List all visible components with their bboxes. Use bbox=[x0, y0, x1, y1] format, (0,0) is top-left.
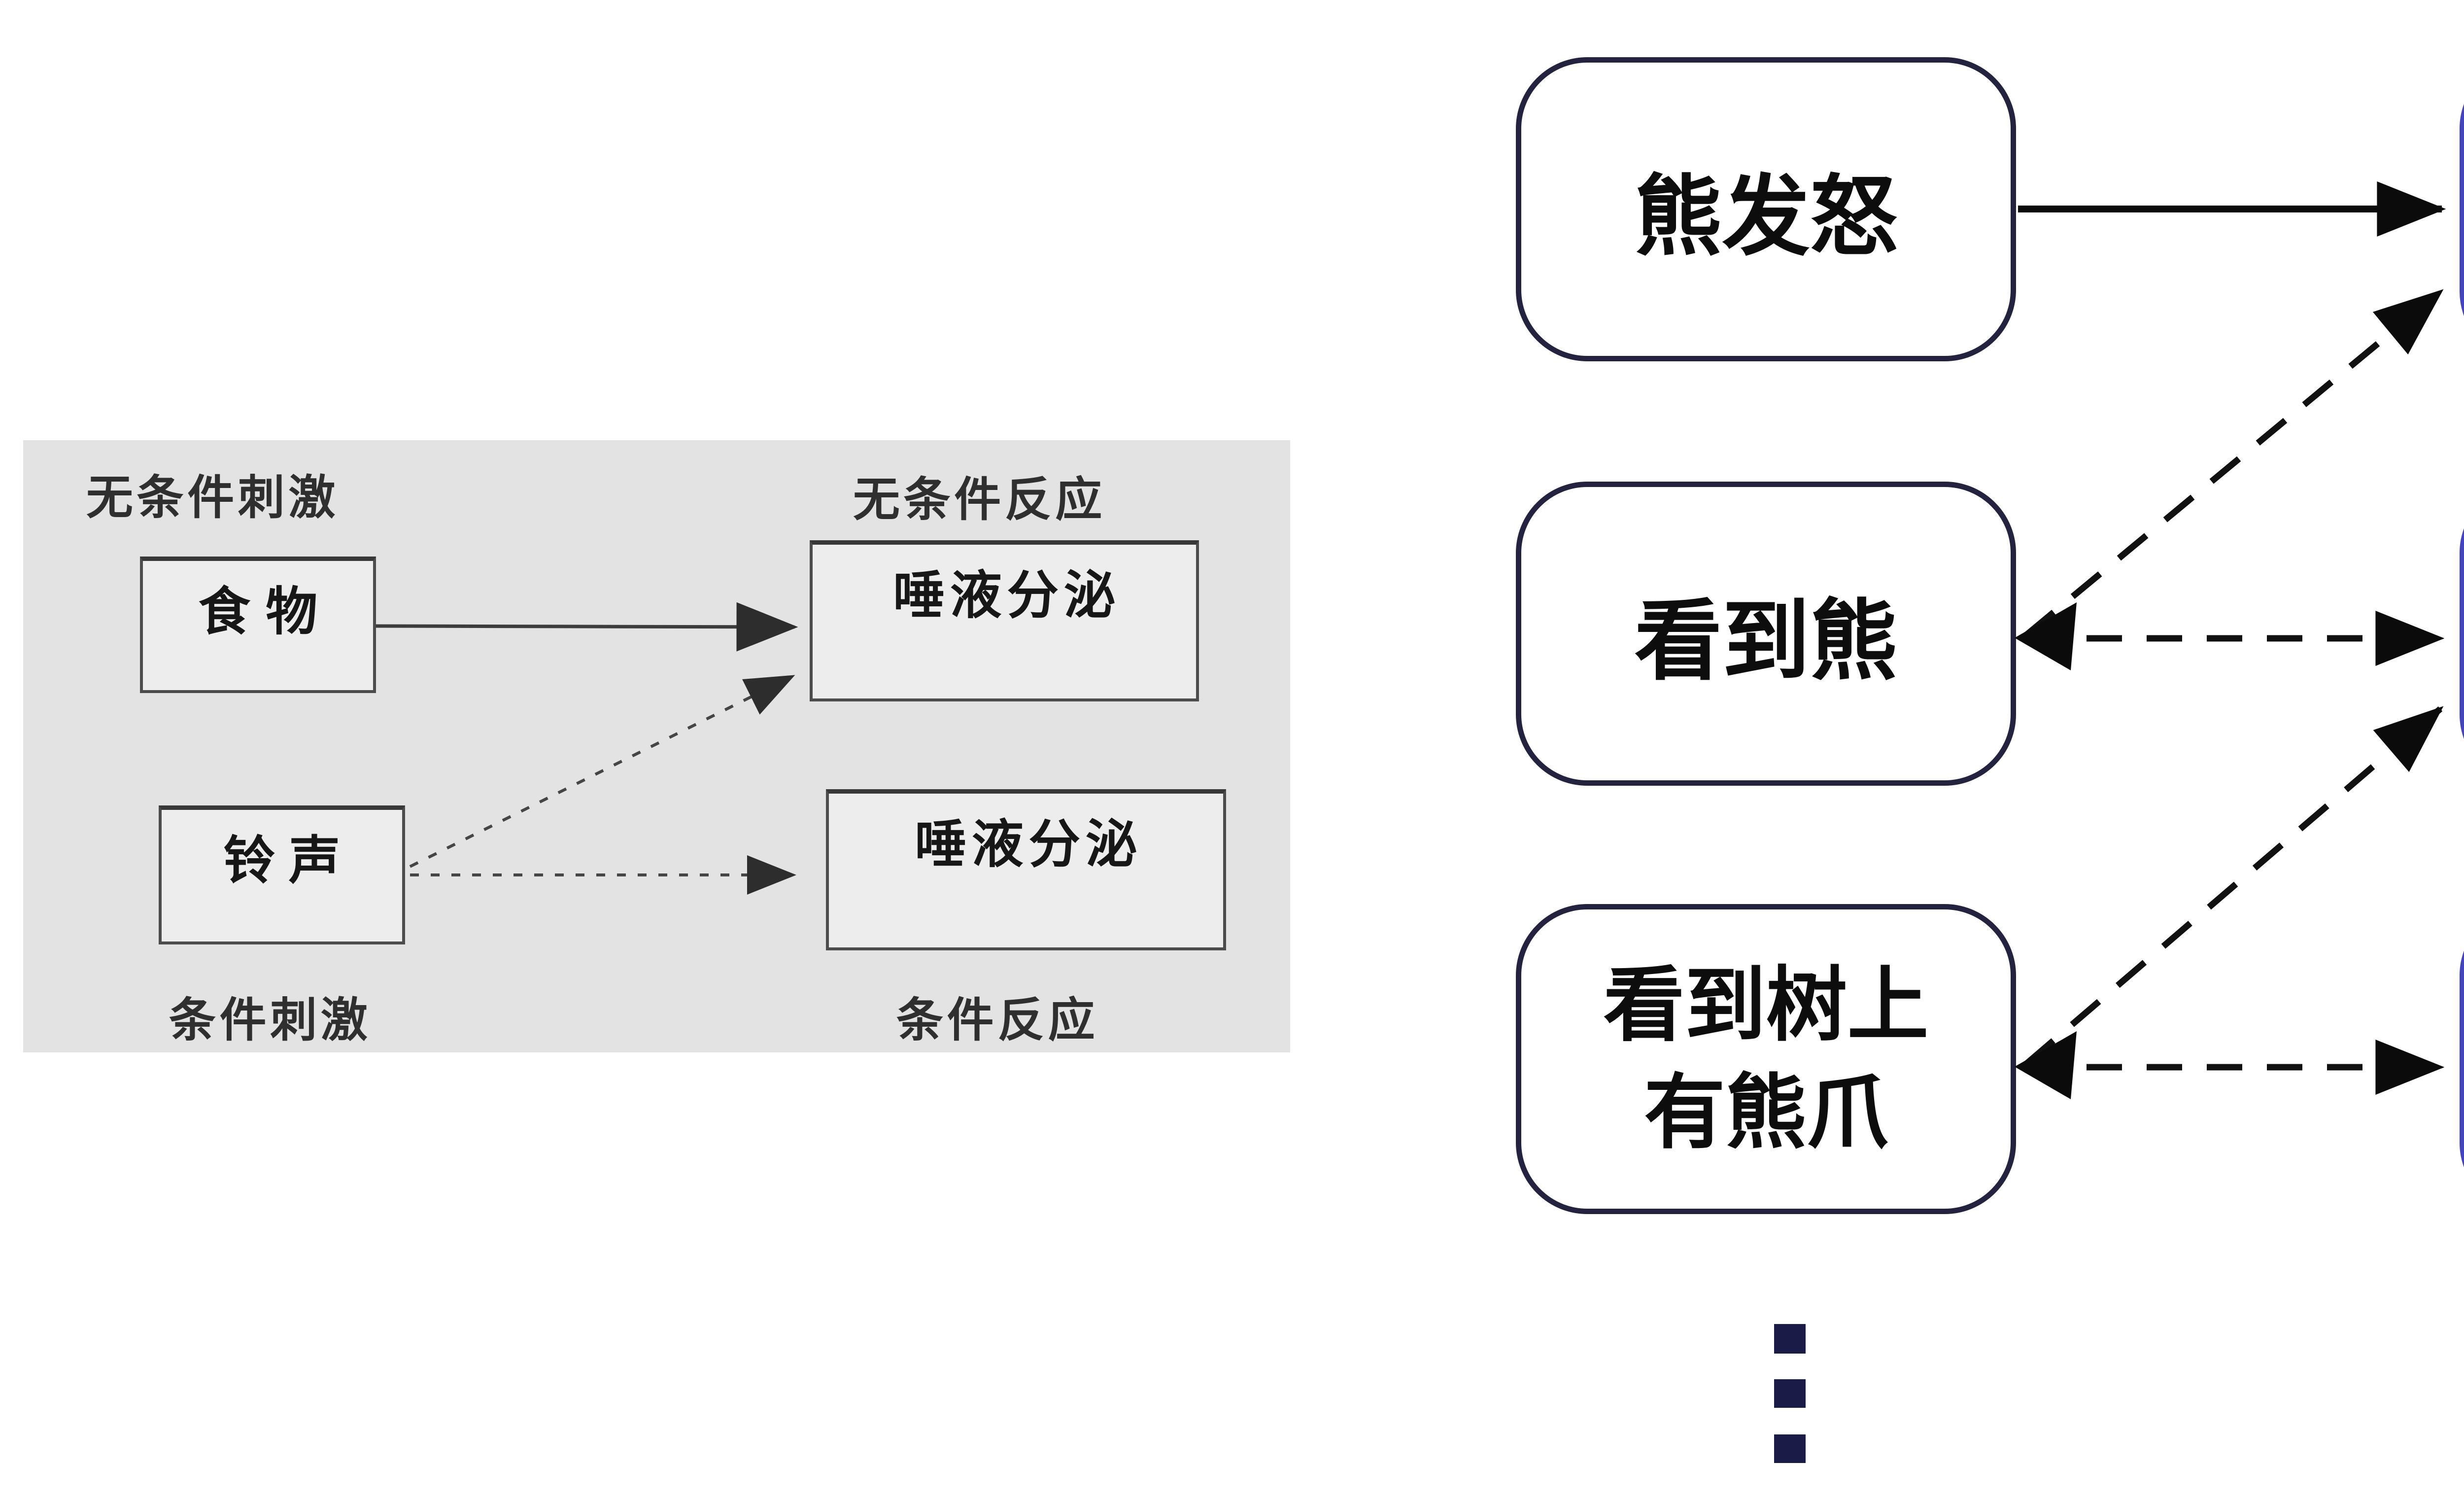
vertical-ellipsis-left-icon bbox=[1774, 1324, 1806, 1463]
arrowhead-into-bear-claw-icon bbox=[2015, 1031, 2077, 1099]
bear-claw-to-value-next-dashed-arrow bbox=[2024, 706, 2444, 1066]
see-bear-box-label: 看到熊 bbox=[1634, 590, 1898, 692]
label-unconditioned-stimulus: 无条件刺激 bbox=[86, 471, 340, 525]
bear-angry-box-label: 熊发怒 bbox=[1634, 166, 1898, 268]
bear-claw-box: 看到树上 有熊爪 bbox=[1516, 904, 2016, 1214]
conditioning-panel: 无条件刺激 无条件反应 条件刺激 条件反应 食物 唾液分泌 铃声 唾液分泌 bbox=[23, 440, 1290, 1052]
see-bear-box: 看到熊 bbox=[1516, 482, 2016, 786]
ellipsis-dot bbox=[1774, 1324, 1806, 1354]
saliva-bottom-box-label: 唾液分泌 bbox=[915, 814, 1143, 874]
value-next-state-box: V(s′) bbox=[2460, 482, 2464, 786]
label-conditioned-stimulus: 条件刺激 bbox=[169, 993, 372, 1047]
reward-box: 奖励 bbox=[2460, 57, 2464, 363]
bell-box: 铃声 bbox=[159, 805, 405, 944]
label-unconditioned-response: 无条件反应 bbox=[853, 473, 1106, 527]
label-conditioned-response: 条件反应 bbox=[896, 993, 1099, 1047]
food-box-label: 食物 bbox=[198, 582, 333, 642]
food-box: 食物 bbox=[140, 557, 376, 693]
bear-angry-box: 熊发怒 bbox=[1516, 57, 2016, 361]
value-current-state-box: V(s) bbox=[2460, 904, 2464, 1214]
saliva-bottom-box: 唾液分泌 bbox=[826, 789, 1226, 950]
bear-claw-box-line1: 看到树上 bbox=[1603, 957, 1929, 1052]
bell-box-label: 铃声 bbox=[223, 831, 354, 891]
ellipsis-dot bbox=[1774, 1434, 1806, 1463]
arrowhead-into-see-bear-icon bbox=[2015, 602, 2077, 670]
ellipsis-dot bbox=[1774, 1379, 1806, 1408]
see-bear-to-reward-dashed-arrow bbox=[2024, 289, 2444, 638]
bear-claw-box-line2: 有熊爪 bbox=[1644, 1065, 1888, 1160]
saliva-top-box-label: 唾液分泌 bbox=[893, 565, 1121, 626]
saliva-top-box: 唾液分泌 bbox=[810, 540, 1199, 701]
